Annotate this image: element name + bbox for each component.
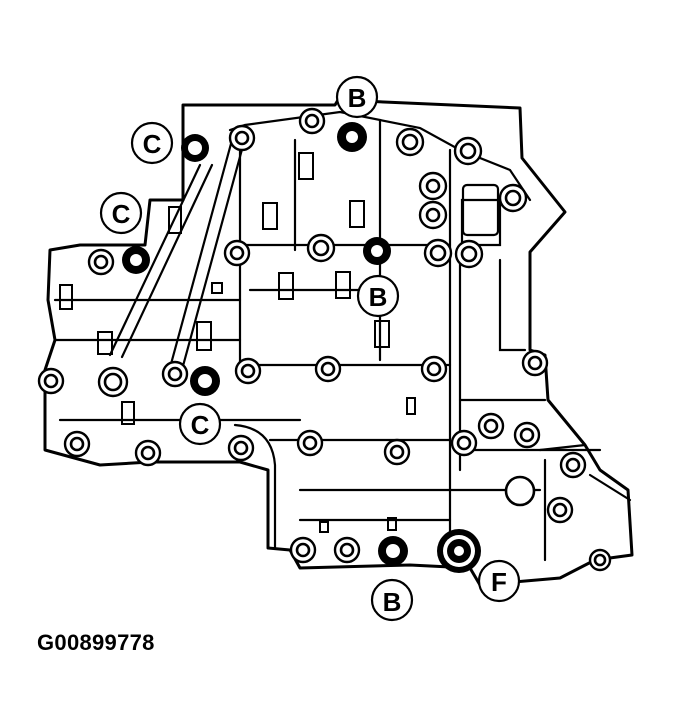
callout-c-top: C	[130, 121, 174, 165]
callouts: B C C B C B F	[99, 75, 521, 622]
callout-f: F	[477, 559, 521, 603]
mounting-holes	[37, 107, 612, 572]
bolt-c-1	[181, 134, 209, 162]
callout-c-left: C	[99, 191, 143, 235]
valve-body-outline	[43, 98, 634, 587]
svg-text:C: C	[143, 129, 162, 159]
svg-text:C: C	[112, 199, 131, 229]
callout-c-bottom: C	[178, 402, 222, 446]
svg-text:B: B	[348, 83, 367, 113]
bolt-f	[437, 529, 481, 573]
svg-text:B: B	[369, 282, 388, 312]
figure-id-label: G00899778	[37, 630, 155, 655]
callout-b-middle: B	[356, 274, 400, 318]
valve-slots	[59, 152, 416, 533]
bolt-b-1	[337, 122, 367, 152]
svg-text:B: B	[383, 587, 402, 617]
bolt-b-3	[378, 536, 408, 566]
bolt-c-3	[190, 366, 220, 396]
bolts	[122, 122, 481, 573]
callout-b-top: B	[335, 75, 379, 119]
bolt-b-2	[363, 237, 391, 265]
callout-b-bottom: B	[370, 578, 414, 622]
svg-text:F: F	[491, 567, 507, 597]
svg-text:C: C	[191, 410, 210, 440]
bolt-c-2	[122, 246, 150, 274]
